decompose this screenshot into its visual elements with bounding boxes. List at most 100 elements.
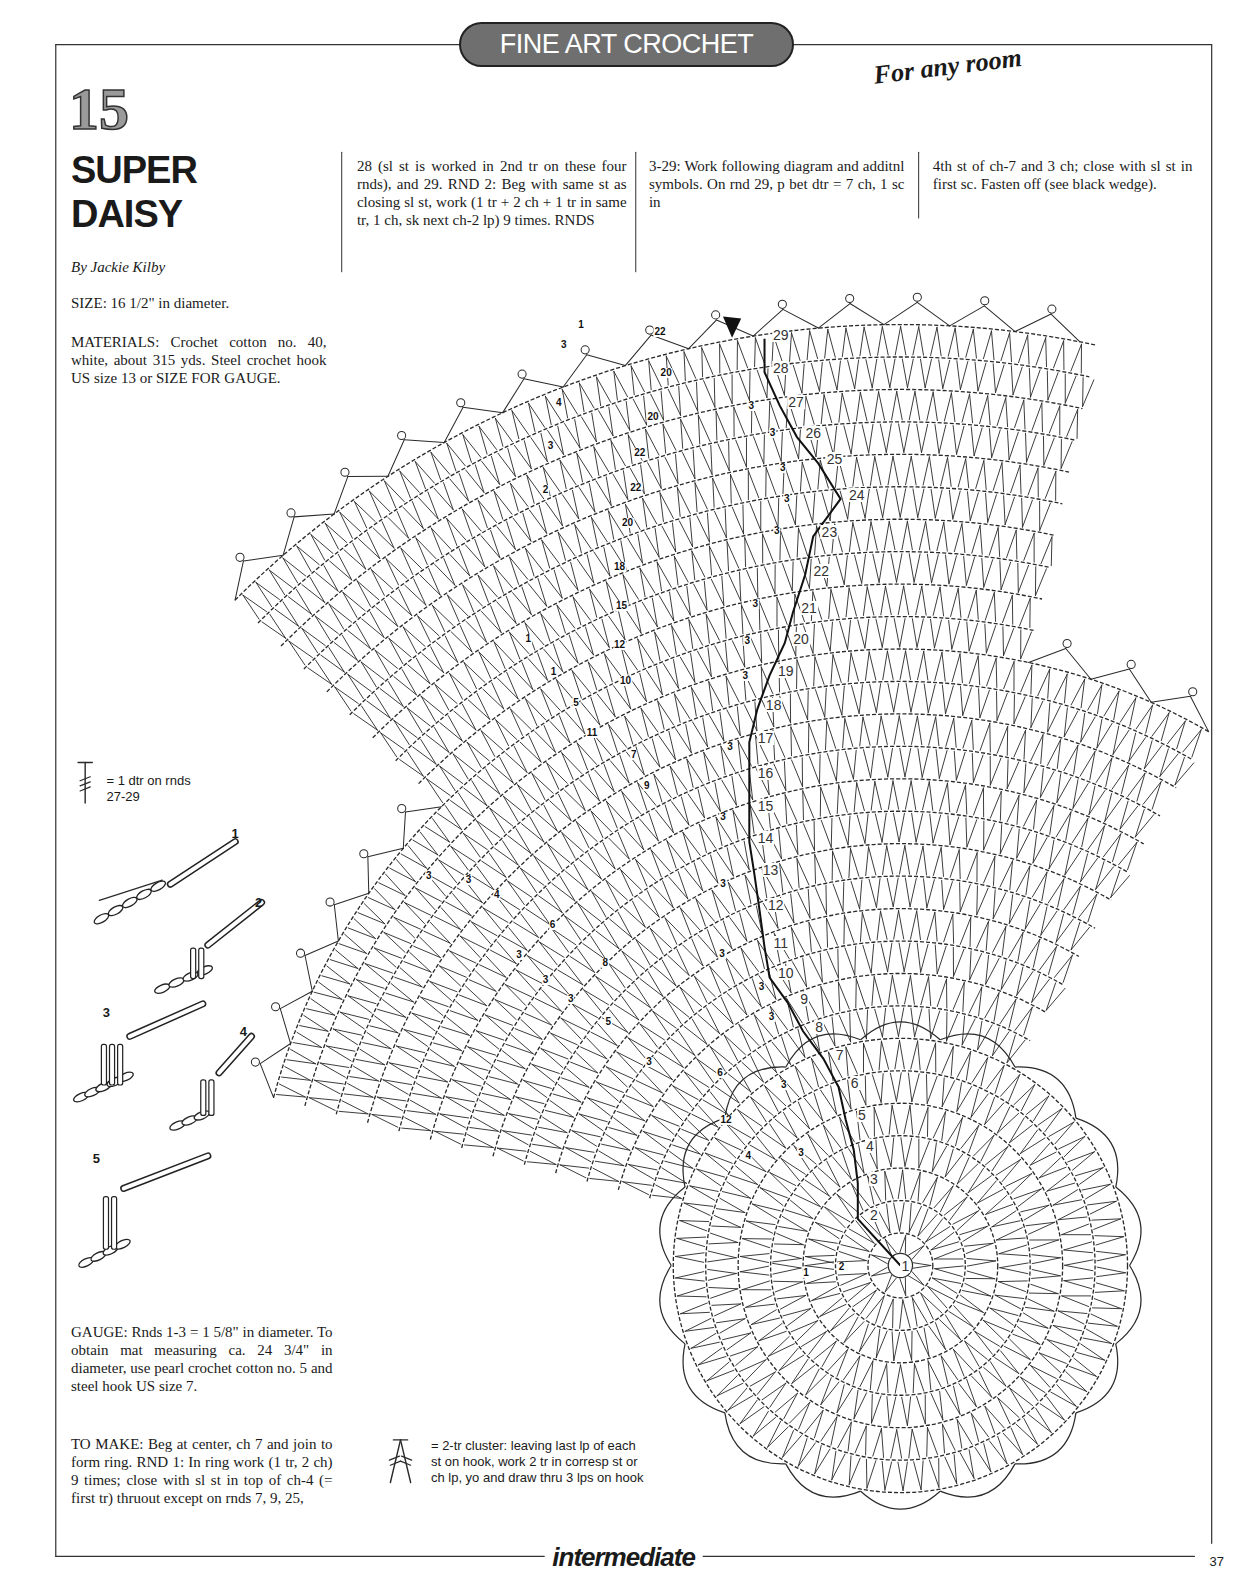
stitch [783,1436,802,1458]
stitch [1065,1260,1093,1265]
stitch [606,801,626,822]
stitch [942,685,945,714]
stitch [830,622,832,651]
stitch [503,1131,532,1135]
stitch [596,931,619,949]
stitch [666,999,681,1024]
stitch [1059,1137,1085,1149]
stitch [815,657,824,684]
stitch [618,912,632,937]
stitch [911,684,917,712]
stitch [739,572,740,601]
stitch [809,724,819,751]
stitch [609,964,632,981]
stitch [345,934,367,953]
stitch [993,893,1006,919]
stitch [1031,1366,1050,1388]
stitch [990,1308,1018,1315]
stitch [365,964,392,973]
stitch [481,731,494,757]
stitch [942,1112,946,1141]
stitch [805,1098,823,1120]
stitch [629,1164,657,1169]
stitch [384,932,405,952]
stitch [990,758,1001,785]
stitch [798,1102,809,1129]
stitch [912,1429,919,1457]
stitch [1113,730,1129,754]
stitch [972,1058,987,1082]
stitch [863,1043,864,1072]
stitch [425,827,449,842]
stitch [968,1168,983,1192]
stitch [490,808,505,833]
stitch [838,982,839,1011]
stitch [1009,898,1023,923]
stitch [454,711,476,730]
stitch [480,1100,505,1115]
chain-round [430,779,1143,1140]
stitch [946,686,954,714]
stitch [914,554,920,582]
stitch [446,902,471,916]
stitch [985,1097,995,1124]
stitch [805,1262,833,1266]
stitch [1071,922,1080,949]
stitch [914,1462,921,1490]
stitch [623,1182,652,1186]
stitch [685,868,703,891]
stitch [918,651,924,679]
stitch [838,1274,867,1275]
stitch [580,860,602,879]
stitch [625,716,642,739]
stitch [941,1356,948,1384]
stitch [439,860,464,875]
stitch [723,1079,739,1103]
stitch [708,1273,736,1280]
stitch [413,747,436,764]
stitch [498,678,518,698]
stitch [666,1044,683,1067]
stitch [722,576,724,605]
stitch [552,883,575,901]
stitch [1167,721,1185,744]
stitch [368,898,394,910]
stitch [960,885,970,912]
stitch [609,964,625,988]
stitch [635,605,641,633]
stitch [430,922,450,943]
stitch [927,554,931,583]
stitch [433,819,450,842]
stitch [919,1108,928,1135]
stitch [915,1009,922,1037]
stitch [846,588,849,617]
stitch [304,1015,328,1031]
stitch [736,1347,758,1366]
stitch [497,1060,525,1068]
stitch [468,1047,491,1064]
stitch [535,812,557,831]
stitch [839,1015,850,1041]
stitch [903,1170,906,1199]
stitch [670,1151,693,1168]
stitch [605,654,622,677]
stitch [860,880,862,909]
stitch [471,922,496,936]
stitch [438,813,462,829]
stitch [809,756,819,783]
stitch [684,1203,713,1206]
stitch [386,993,413,1002]
stitch [740,1360,766,1372]
stitch [508,881,525,905]
stitch [821,820,831,847]
stitch [667,841,676,868]
stitch [918,1041,921,1070]
stitch [364,904,385,924]
stitch [797,859,809,885]
stitch [740,1256,768,1262]
stitch [841,1274,867,1286]
stitch [960,1295,983,1312]
stitch [592,892,606,917]
stitch [845,751,853,779]
stitch [1064,886,1081,910]
